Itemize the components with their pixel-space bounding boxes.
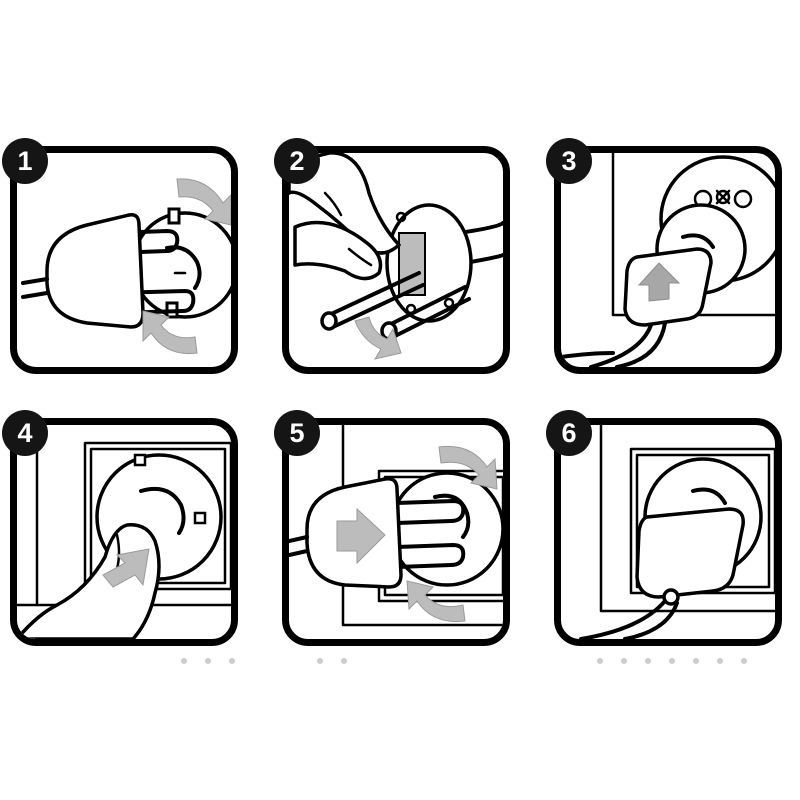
dotted-divider bbox=[181, 658, 747, 664]
step-1-panel: 1 bbox=[2, 138, 242, 378]
insert-cover-between-pins-icon bbox=[289, 153, 503, 360]
insert-arrow bbox=[354, 316, 402, 360]
step-5-frame bbox=[282, 418, 510, 646]
step-6-panel: 6 bbox=[546, 410, 786, 650]
pull-arrow bbox=[336, 507, 386, 565]
step-1-frame bbox=[10, 146, 238, 374]
step-6-frame bbox=[554, 418, 782, 646]
plug-and-rotating-cover-icon bbox=[21, 178, 231, 355]
step-6-badge: 6 bbox=[546, 410, 592, 456]
push-arrow bbox=[637, 262, 681, 302]
step-1-badge: 1 bbox=[2, 138, 48, 184]
plug-in-protected-socket-icon bbox=[579, 425, 775, 639]
step-5-badge: 5 bbox=[274, 410, 320, 456]
press-arrow bbox=[102, 548, 150, 588]
rotate-arrow-bottom bbox=[142, 310, 198, 355]
step-2-badge: 2 bbox=[274, 138, 320, 184]
step-4-badge: 4 bbox=[2, 410, 48, 456]
press-cover-with-thumb-icon bbox=[17, 425, 231, 639]
step-2-frame bbox=[282, 146, 510, 374]
rotate-arrow-top bbox=[176, 178, 231, 226]
step-2-panel: 2 bbox=[274, 138, 514, 378]
step-3-panel: 3 bbox=[546, 138, 786, 378]
step-5-panel: 5 bbox=[274, 410, 514, 650]
step-4-frame bbox=[10, 418, 238, 646]
rotate-and-remove-plug-icon bbox=[289, 425, 503, 627]
step-4-panel: 4 bbox=[2, 410, 242, 650]
rotate-arrow-top bbox=[438, 445, 498, 490]
step-3-frame bbox=[554, 146, 782, 374]
rotate-arrow-bottom bbox=[406, 580, 466, 623]
plug-into-socket-icon bbox=[561, 153, 775, 367]
step-3-badge: 3 bbox=[546, 138, 592, 184]
